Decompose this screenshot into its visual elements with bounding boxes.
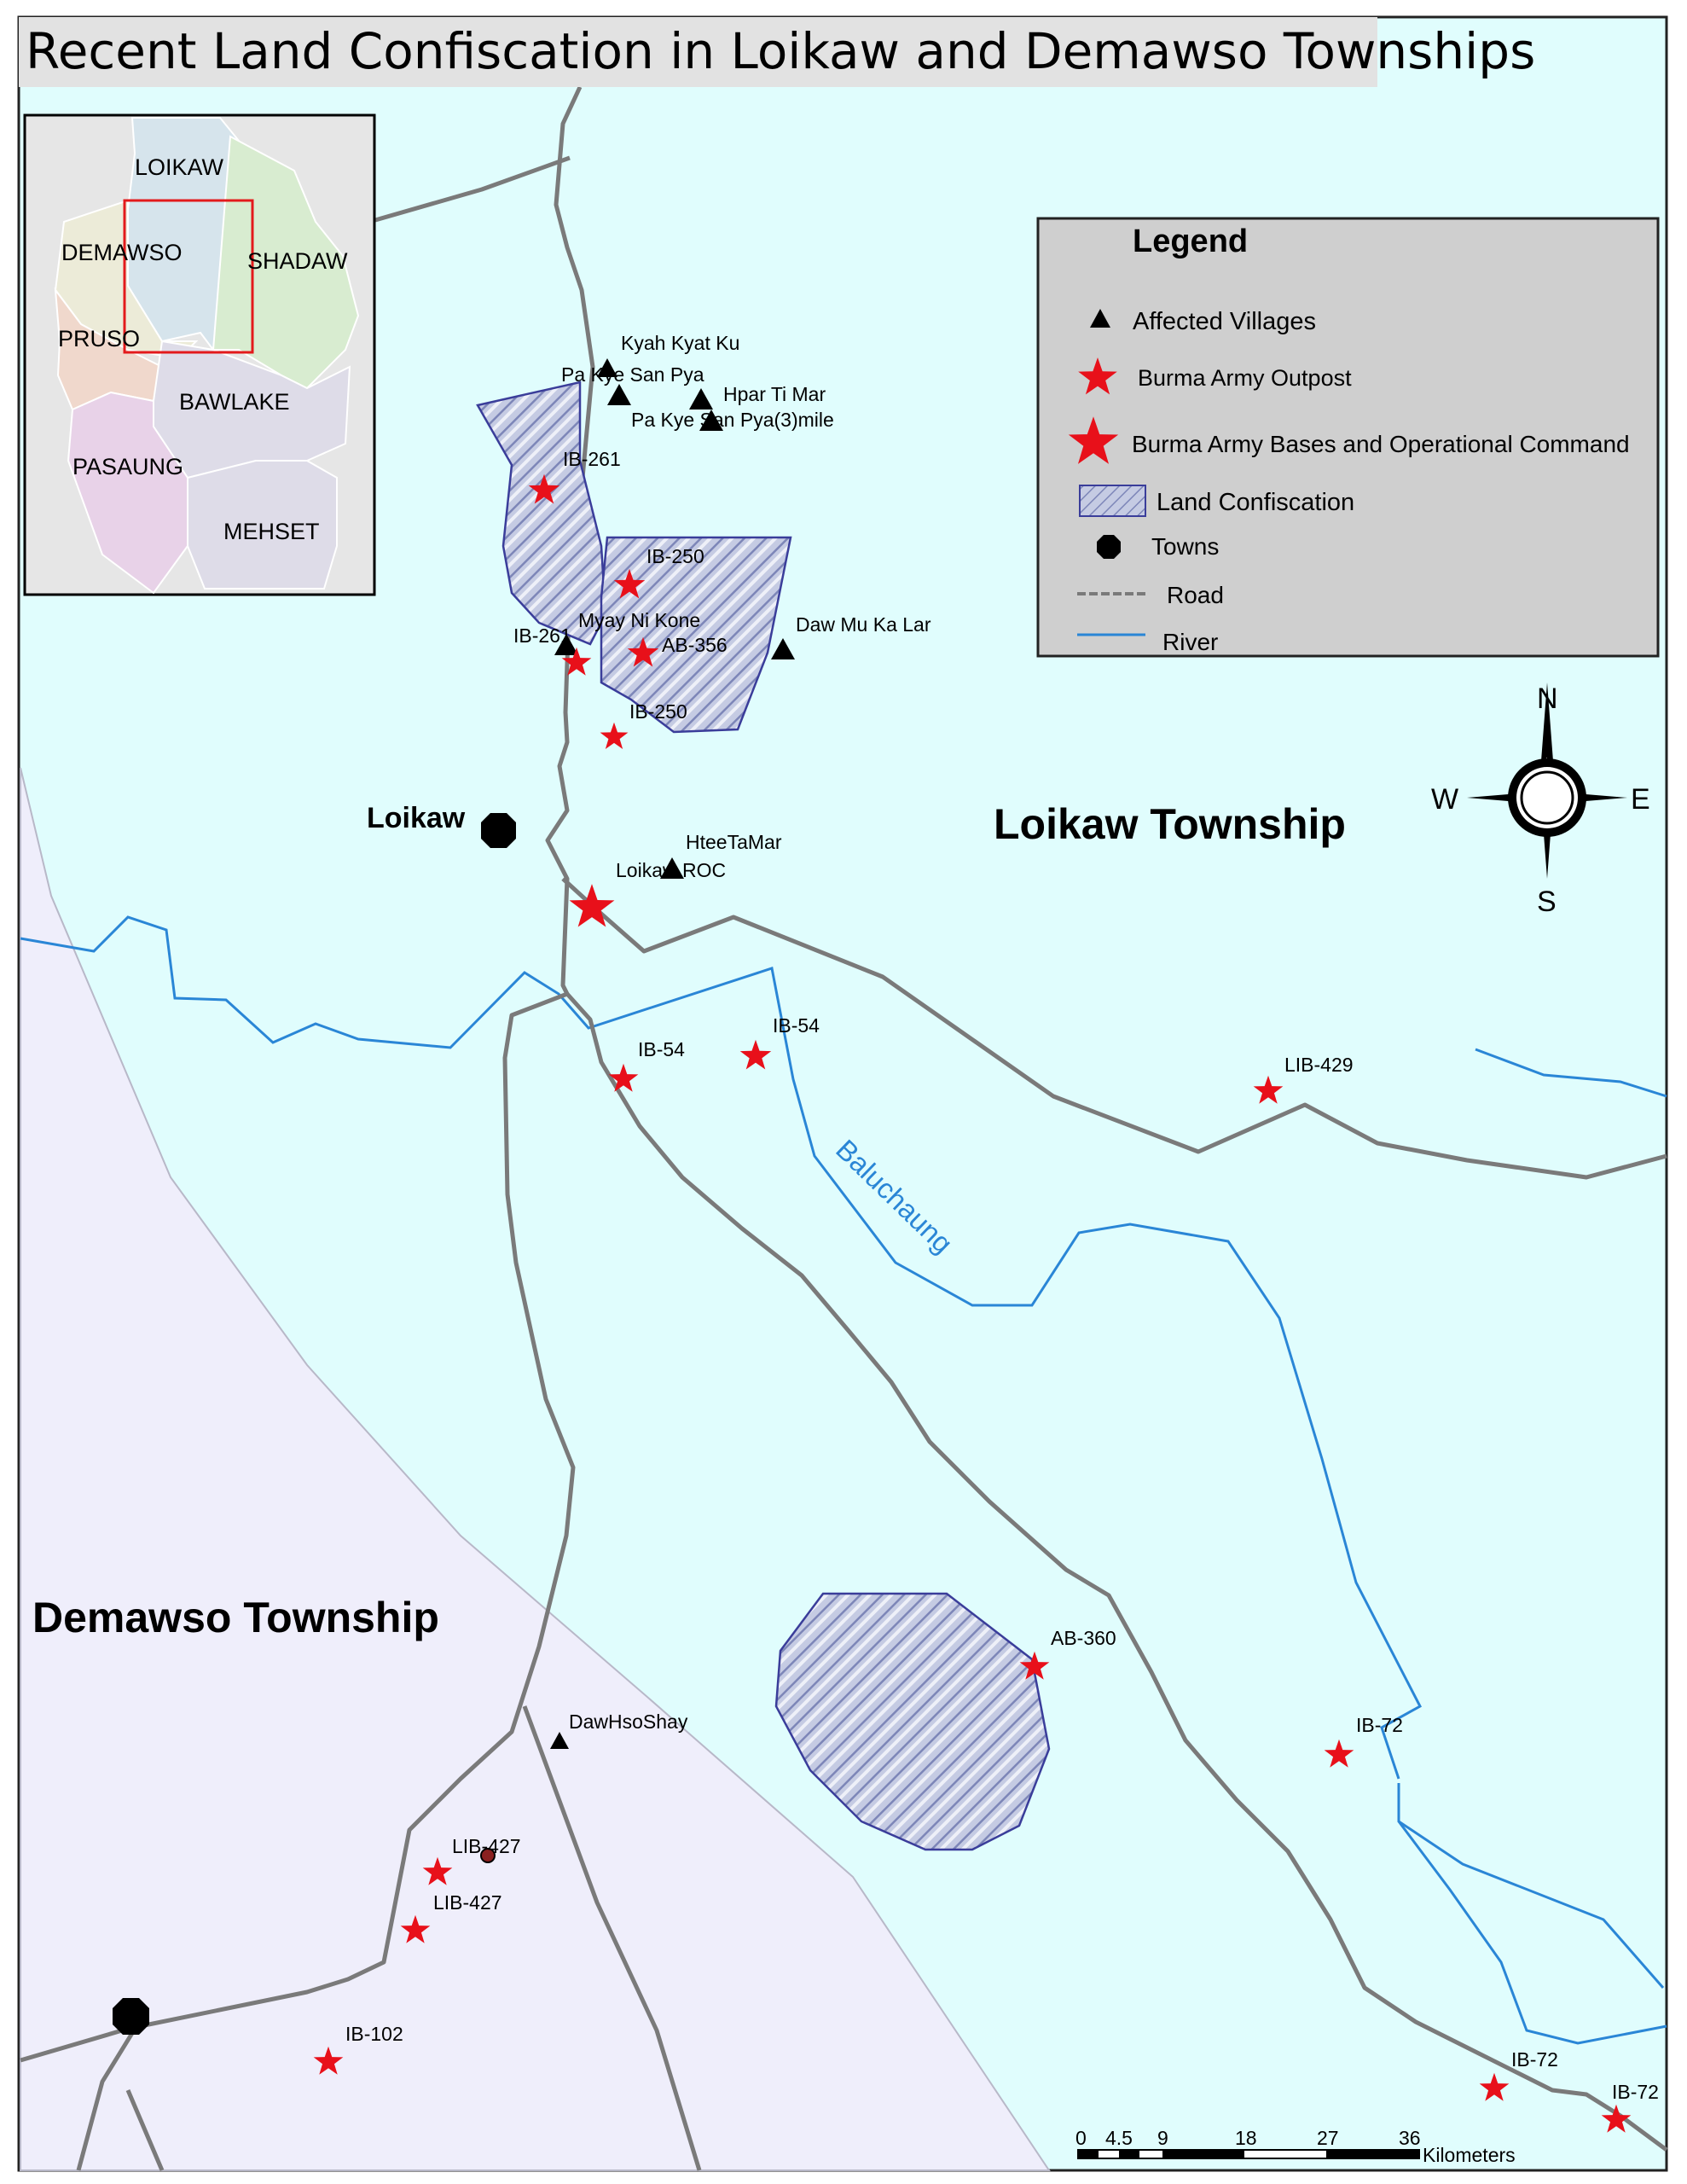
village-label-myay-ni-kone: Myay Ni Kone [578, 609, 700, 631]
title-bar [19, 17, 1377, 87]
legend-road-label: Road [1167, 582, 1224, 608]
village-marker-kyah-kyat-ku [597, 358, 617, 377]
demawso-township-label: Demawso Township [32, 1594, 439, 1641]
scale-tick-18: 18 [1235, 2127, 1257, 2149]
outpost-label-ib250-a: IB-250 [646, 545, 704, 567]
legend: Legend Affected Villages Burma Army Outp… [1036, 217, 1660, 658]
inset-region-mehset [187, 460, 338, 590]
village-label-loikaw-roc: Loikaw ROC [616, 859, 726, 881]
compass-n-label: N [1537, 682, 1558, 715]
village-label-daw-hso-shay: DawHsoShay [569, 1711, 688, 1733]
scale-tick-27: 27 [1317, 2127, 1339, 2149]
affected-villages [550, 358, 795, 1749]
outpost-label-ib72-c: IB-72 [1612, 2081, 1659, 2103]
legend-outpost-label: Burma Army Outpost [1138, 365, 1352, 391]
lib427-camp-dot [480, 1848, 496, 1863]
scale-tick-4-5: 4.5 [1105, 2127, 1133, 2149]
legend-title: Legend [1133, 224, 1248, 259]
scale-unit: Kilometers [1423, 2144, 1516, 2166]
outpost-label-ib102: IB-102 [345, 2023, 403, 2045]
demawso-township-area [20, 767, 1051, 2171]
outpost-label-lib429: LIB-429 [1284, 1054, 1354, 1076]
compass-e-label: E [1631, 783, 1650, 816]
land-confiscation-area-1 [476, 380, 607, 646]
outpost-label-ib261-a: IB-261 [563, 448, 621, 470]
land-confiscation-area-3 [774, 1592, 1051, 1851]
legend-bases-label: Burma Army Bases and Operational Command [1132, 431, 1630, 457]
compass-rose: N S W E [1431, 682, 1650, 918]
map-title: Recent Land Confiscation in Loikaw and D… [26, 22, 1535, 80]
compass-w-label: W [1431, 783, 1458, 816]
scale-tick-0: 0 [1075, 2127, 1087, 2149]
inset-label-bawlake: BAWLAKE [179, 389, 290, 415]
outpost-label-ab360: AB-360 [1051, 1627, 1116, 1649]
outpost-label-ib54-b: IB-54 [773, 1014, 820, 1037]
inset-label-shadaw: SHADAW [247, 248, 348, 274]
legend-confiscation-label: Land Confiscation [1157, 489, 1354, 516]
village-marker-hpar-ti-mar [689, 388, 713, 410]
legend-river-label: River [1162, 629, 1218, 655]
outpost-label-ib250-b: IB-250 [629, 700, 687, 723]
legend-affected-villages-label: Affected Villages [1133, 308, 1316, 335]
inset-label-loikaw: LOIKAW [135, 154, 224, 180]
inset-extent-box [123, 199, 254, 354]
land-confiscation-area-2 [600, 536, 792, 734]
rivers [20, 915, 1667, 2045]
town-loikaw-marker [481, 813, 516, 848]
inset-label-pasaung: PASAUNG [72, 454, 183, 479]
village-label-pa-kye-san-pya: Pa Kye San Pya [561, 363, 704, 386]
village-marker-myay-ni-kone [554, 634, 578, 655]
outpost-label-ib72-a: IB-72 [1356, 1714, 1403, 1736]
village-marker-htee-ta-mar [660, 857, 684, 879]
village-marker-daw-hso-shay [550, 1732, 569, 1749]
outpost-label-ib261-b: IB-261 [513, 624, 571, 647]
legend-affected-villages-symbol [1090, 309, 1110, 328]
village-label-pa-kye-san-pya-3mile: Pa Kye San Pya(3)mile [631, 409, 834, 431]
legend-towns-label: Towns [1151, 533, 1219, 560]
inset-region-loikaw [127, 117, 241, 352]
legend-confiscation-symbol [1079, 485, 1146, 517]
inset-locator-map: LOIKAW DEMAWSO SHADAW PRUSO BAWLAKE PASA… [23, 113, 376, 596]
village-label-hpar-ti-mar: Hpar Ti Mar [723, 383, 826, 405]
outpost-label-ib72-b: IB-72 [1511, 2048, 1558, 2071]
scale-tick-9: 9 [1157, 2127, 1168, 2149]
loikaw-township-label: Loikaw Township [994, 800, 1346, 848]
outpost-label-lib427-b: LIB-427 [433, 1891, 502, 1914]
inset-label-mehset: MEHSET [223, 519, 320, 544]
outpost-label-ab356: AB-356 [662, 634, 728, 656]
inset-label-pruso: PRUSO [58, 326, 140, 351]
scale-bar: 0 4.5 9 18 27 36 Kilometers [1075, 2127, 1516, 2166]
village-label-kyah-kyat-ku: Kyah Kyat Ku [621, 332, 739, 354]
scale-tick-36: 36 [1399, 2127, 1421, 2149]
village-marker-pa-kye-san-pya [607, 384, 631, 405]
legend-box [1036, 217, 1660, 658]
town-loikaw-label: Loikaw [367, 802, 466, 834]
compass-s-label: S [1537, 886, 1557, 918]
village-marker-daw-mu-ka-lar [771, 638, 795, 659]
outpost-label-lib427-a: LIB-427 [452, 1835, 521, 1857]
inset-label-demawso: DEMAWSO [61, 240, 183, 265]
legend-towns-symbol [1097, 535, 1121, 559]
outpost-label-ib54-a: IB-54 [638, 1038, 685, 1060]
village-label-htee-ta-mar: HteeTaMar [686, 831, 782, 853]
village-marker-pa-kye-san-pya-3mile [699, 410, 723, 431]
roads [20, 85, 1668, 2171]
town-demawso-marker [113, 1998, 149, 2035]
village-label-daw-mu-ka-lar: Daw Mu Ka Lar [796, 613, 931, 636]
